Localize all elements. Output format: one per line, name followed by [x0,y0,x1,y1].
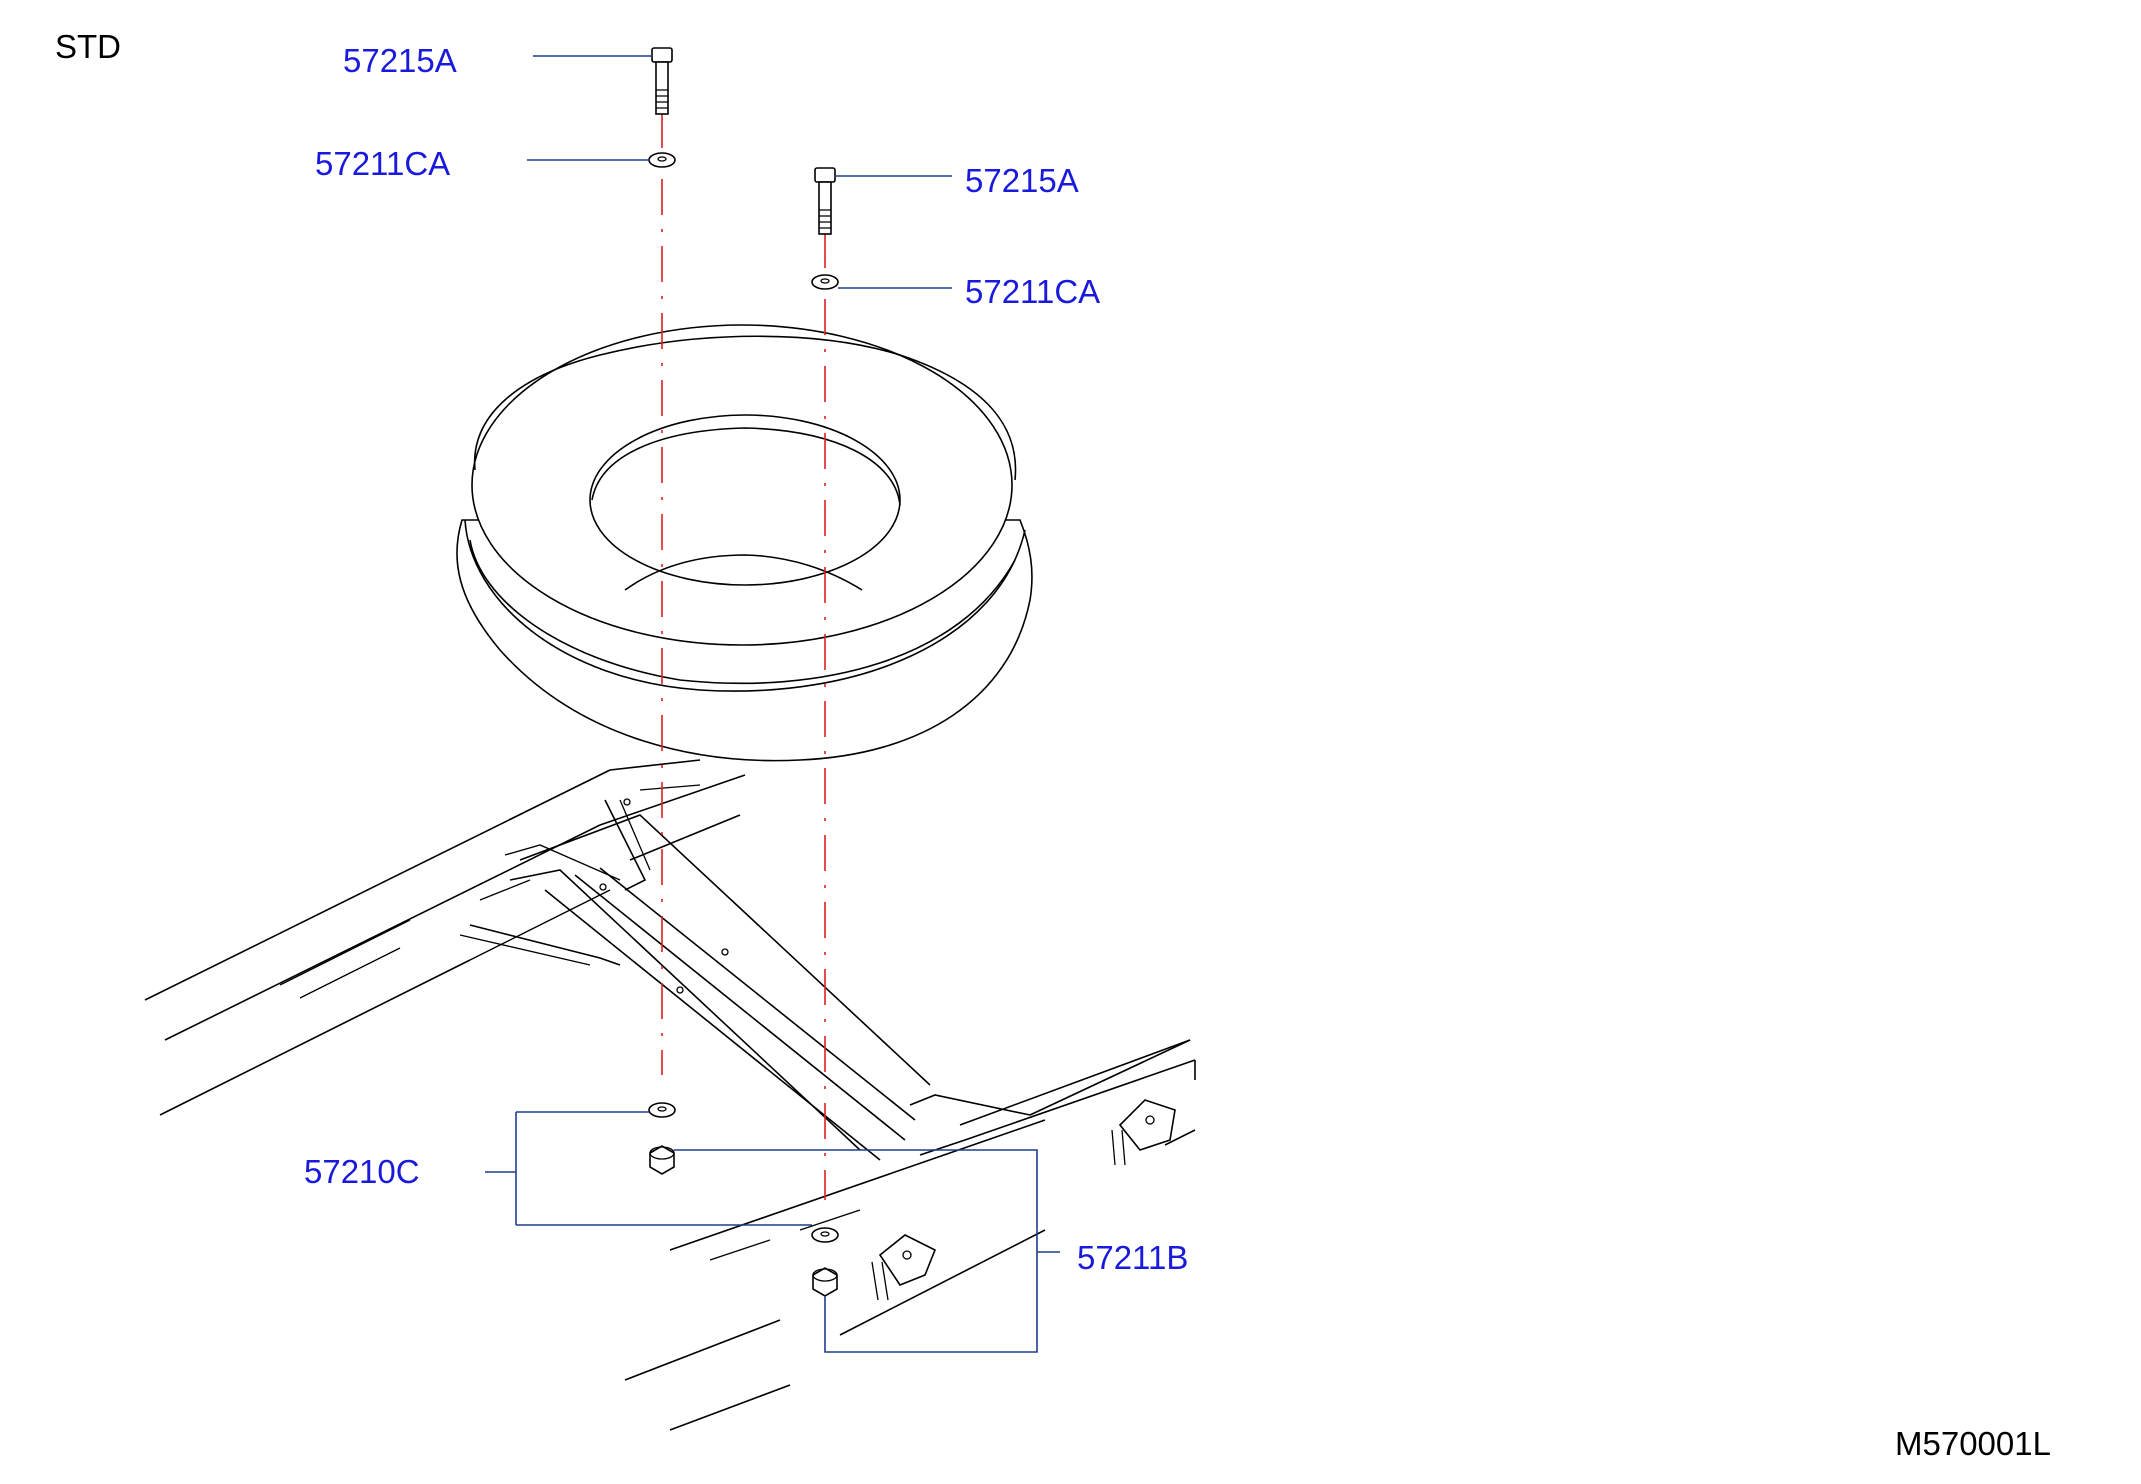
part-label-nut-set-b[interactable]: 57211B [1077,1239,1188,1276]
washer-lower-right-icon [811,1227,839,1243]
frame-bracket-rear [1111,1099,1176,1166]
nut-lower-right-icon [812,1267,838,1297]
nut-lower-left-icon [649,1145,675,1175]
diagram-code: M570001L [1895,1425,2051,1462]
part-label-nut-set-c[interactable]: 57210C [304,1153,420,1190]
part-label-bolt-right[interactable]: 57215A [965,162,1079,199]
vehicle-frame [144,759,1196,1431]
frame-bracket-lower [871,1234,937,1301]
bolt-right-icon [814,167,836,235]
part-label-bolt-left[interactable]: 57215A [343,42,457,79]
spare-tire [456,324,1033,762]
center-lines [661,112,826,1200]
part-label-washer-right[interactable]: 57211CA [965,273,1100,310]
washer-lower-left-icon [648,1102,676,1118]
bolt-left-icon [651,47,673,115]
leader-lines [485,55,1060,1353]
washer-right-icon [811,274,839,290]
part-label-washer-left[interactable]: 57211CA [315,145,450,182]
washer-left-icon [648,152,676,168]
variant-label: STD [55,28,121,65]
